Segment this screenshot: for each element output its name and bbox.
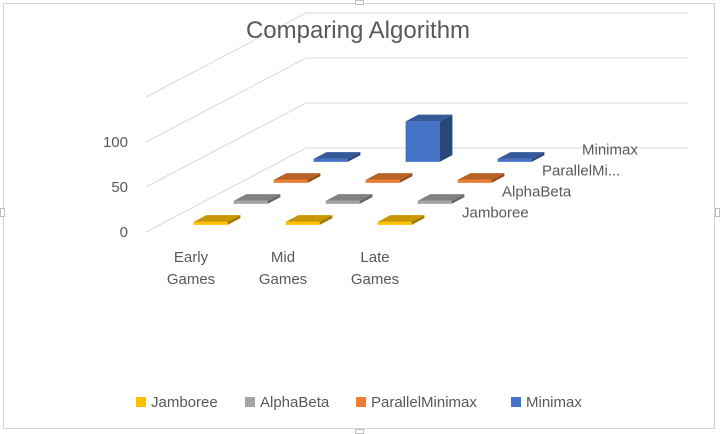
bar-side — [359, 194, 373, 204]
bar-top — [273, 173, 321, 180]
bar-front — [377, 221, 412, 225]
bar-front — [365, 179, 400, 183]
series-depth-label: Minimax — [582, 142, 638, 159]
bar-side — [267, 194, 281, 204]
bar-top — [377, 215, 425, 222]
legend-swatch — [511, 397, 521, 407]
resize-handle-top[interactable] — [355, 0, 364, 5]
bar — [233, 194, 281, 204]
series-depth-label: Jamboree — [462, 205, 529, 222]
bar-front — [457, 179, 492, 183]
bar-side — [531, 152, 545, 162]
series-depth-label: ParallelMi... — [542, 163, 620, 180]
chart-area[interactable] — [3, 3, 715, 429]
gridlines — [145, 12, 688, 233]
legend: Jamboree AlphaBeta ParallelMinimax Minimax — [136, 394, 582, 411]
bar — [365, 173, 413, 183]
bar-side — [319, 215, 333, 225]
bar-side — [491, 173, 505, 183]
bar — [285, 215, 333, 225]
bar-front — [417, 200, 452, 204]
bar — [273, 173, 321, 183]
bar-top — [325, 194, 373, 201]
bar-front — [325, 200, 360, 204]
bar-top — [365, 173, 413, 180]
bar-front — [273, 179, 308, 183]
bar — [405, 114, 453, 162]
bar-side — [451, 194, 465, 204]
bar — [193, 215, 241, 225]
bar-top — [313, 152, 361, 159]
bar-front — [193, 221, 228, 225]
chart-title: Comparing Algorithm — [246, 17, 470, 44]
legend-label: Minimax — [526, 394, 582, 411]
legend-swatch — [245, 397, 255, 407]
legend-swatch — [136, 397, 146, 407]
bar-front — [313, 158, 348, 162]
bar-top — [417, 194, 465, 201]
legend-item[interactable]: Jamboree — [136, 394, 218, 411]
bar-top — [457, 173, 505, 180]
y-tick-label: 100 — [103, 134, 128, 151]
y-tick-label: 0 — [120, 224, 128, 241]
bar-side — [347, 152, 361, 162]
bar-front — [497, 158, 532, 162]
bar-front — [285, 221, 320, 225]
bars — [193, 114, 545, 225]
bar-side — [439, 114, 453, 162]
gridline — [145, 12, 688, 98]
bar-front — [233, 200, 268, 204]
bar-top — [405, 114, 453, 122]
legend-item[interactable]: AlphaBeta — [245, 394, 330, 411]
bar-side — [411, 215, 425, 225]
gridline — [145, 57, 688, 143]
resize-handle-left[interactable] — [0, 208, 5, 217]
legend-label: ParallelMinimax — [371, 394, 477, 411]
gridline — [145, 102, 688, 188]
bar — [417, 194, 465, 204]
bar-side — [227, 215, 241, 225]
legend-item[interactable]: Minimax — [511, 394, 582, 411]
bar-side — [307, 173, 321, 183]
bar — [313, 152, 361, 162]
series-depth-label: AlphaBeta — [502, 184, 572, 201]
legend-label: AlphaBeta — [260, 394, 330, 411]
bar-top — [193, 215, 241, 222]
legend-item[interactable]: ParallelMinimax — [356, 394, 477, 411]
bar-front — [405, 121, 440, 162]
y-tick-label: 50 — [111, 179, 128, 196]
legend-swatch — [356, 397, 366, 407]
gridline — [145, 147, 688, 233]
bar — [497, 152, 545, 162]
bar-side — [399, 173, 413, 183]
bar — [325, 194, 373, 204]
bar — [377, 215, 425, 225]
bar-top — [233, 194, 281, 201]
bar — [457, 173, 505, 183]
bar-top — [285, 215, 333, 222]
bar-top — [497, 152, 545, 159]
legend-label: Jamboree — [151, 394, 218, 411]
